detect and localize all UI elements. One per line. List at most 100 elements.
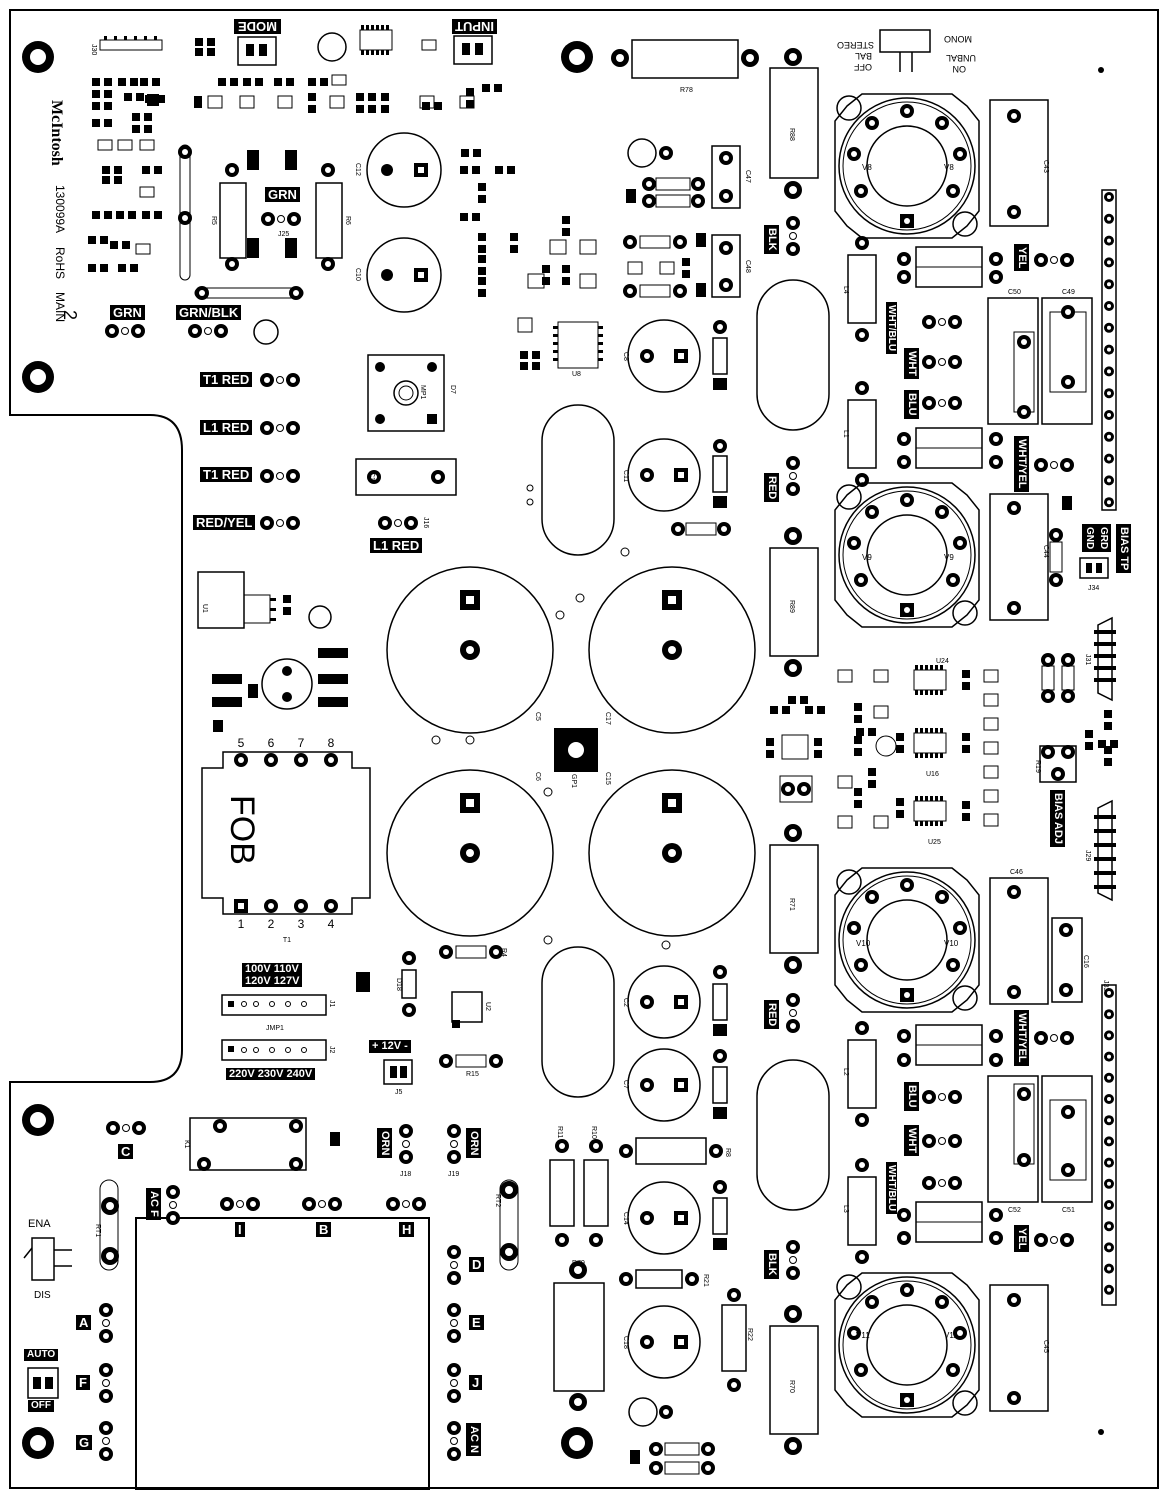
rev-text: 2 (60, 310, 80, 320)
connector-pin-hole (1107, 1245, 1111, 1250)
ref-gp1: GP1 (570, 774, 577, 788)
ref-c47: C47 (744, 170, 751, 183)
ref-k1: K1 (183, 1140, 190, 1149)
ac-f-label: AC F (146, 1188, 161, 1220)
connector-pin-hole (1107, 1203, 1111, 1207)
switch-on-text: ON (953, 64, 967, 74)
ref-r88: R88 (788, 128, 795, 141)
ref-j18: J18 (400, 1171, 411, 1178)
connector-pin-hole (1107, 391, 1111, 396)
ref-j33: J33 (1102, 980, 1109, 991)
ref-c44: C44 (1042, 545, 1049, 558)
ref-mp1: MP1 (419, 385, 426, 400)
ref-u8: U8 (572, 371, 581, 378)
ref-d18: D18 (395, 978, 402, 991)
switch-off-text: OFF (854, 62, 872, 72)
l1-red-center-label: L1 RED (370, 538, 423, 553)
wht-bottom-label: WHT (904, 1125, 919, 1157)
tube-v10-label: V10 (856, 939, 871, 948)
t1-pin-4: 4 (328, 917, 335, 931)
ref-c12: C12 (354, 163, 361, 176)
ref-r8: R8 (724, 1148, 731, 1157)
switch-stereo-text: STEREO (837, 40, 874, 50)
t1-pin-5: 5 (238, 736, 245, 750)
ref-r19: R19 (1034, 760, 1041, 773)
ref-c46: C46 (1010, 869, 1023, 876)
connector-pin-hole (1107, 478, 1111, 483)
ref-l3: L3 (842, 1205, 849, 1213)
t1-pin-3: 3 (298, 917, 305, 931)
connector-pin-hole (1107, 1287, 1111, 1292)
d-label: D (469, 1257, 485, 1272)
ref-c6: C6 (534, 772, 541, 781)
ref-c45: C45 (1042, 1340, 1049, 1353)
grd-label: GRD (1096, 524, 1111, 553)
ref-r15: R15 (466, 1071, 479, 1078)
connector-pin-hole (1107, 1160, 1111, 1165)
off-label: OFF (28, 1400, 54, 1412)
plus12v-label: + 12V - (369, 1040, 411, 1053)
orn-label-1: ORN (377, 1128, 392, 1159)
t1-pin-8: 8 (328, 736, 335, 750)
tube-v8-label: V8 (862, 163, 872, 172)
ref-j31: J31 (1084, 654, 1091, 665)
auto-label: AUTO (24, 1349, 59, 1361)
g-label: G (76, 1435, 93, 1450)
ac-n-label: AC N (466, 1423, 481, 1456)
t1-red-label-2: T1 RED (200, 467, 253, 482)
ref-c11: C11 (622, 470, 629, 482)
ref-j16: J16 (422, 517, 429, 528)
voltage-top-label-2: 120V 127V (242, 975, 303, 987)
connector-pin-hole (1107, 1224, 1111, 1229)
tube-v10-label-right: V10 (944, 939, 959, 948)
connector-pin-hole (1107, 1012, 1111, 1017)
ref-c43: C43 (1042, 160, 1049, 173)
b-label: B (316, 1222, 332, 1237)
connector-pin-hole (1107, 369, 1111, 374)
grn-blk-label: GRN/BLK (176, 305, 242, 320)
switch-unbal-text: UNBAL (946, 53, 976, 63)
ref-c1: C1 (368, 472, 375, 481)
connector-pin-hole (1107, 1181, 1111, 1186)
connector-pin-hole (1107, 434, 1111, 439)
voltage-bottom-label: 220V 230V 240V (226, 1068, 316, 1080)
c-label: C (118, 1144, 134, 1159)
j-label: J (469, 1375, 483, 1390)
connector-pin-hole (1107, 238, 1111, 243)
t1-pin-6: 6 (268, 736, 275, 750)
ref-j29: J29 (1084, 850, 1091, 861)
ref-r11: R11 (556, 1126, 563, 1138)
ref-j25: J25 (278, 231, 289, 238)
i-label: I (235, 1222, 245, 1237)
ref-l1: L1 (842, 430, 849, 438)
ref-r22: R22 (746, 1328, 753, 1341)
ref-c5: C5 (534, 712, 541, 721)
ref-j1: J1 (328, 1000, 335, 1008)
brand-text: McIntosh (48, 100, 65, 166)
ref-r4: R4 (500, 948, 507, 957)
ref-u25: U25 (928, 839, 941, 846)
blk-bottom-label: BLK (764, 1250, 779, 1279)
ref-c51: C51 (1062, 1207, 1075, 1214)
connector-pin-hole (1107, 500, 1111, 505)
wht-yel-bottom-label: WHT/YEL (1014, 1010, 1029, 1066)
ref-u24: U24 (936, 658, 949, 665)
t1-pin-7: 7 (298, 736, 305, 750)
t1-ref: T1 (283, 937, 291, 944)
ref-l4: L4 (842, 286, 849, 294)
ref-c18: C18 (622, 1336, 629, 1349)
connector-pin-hole (1107, 1033, 1111, 1038)
connector-pin-hole (1107, 195, 1111, 199)
ref-d7: D7 (449, 385, 456, 394)
f-label: F (76, 1375, 90, 1390)
a-label: A (76, 1315, 92, 1330)
connector-pin-hole (1107, 991, 1111, 995)
blu-top-label: BLU (904, 390, 919, 419)
ref-r21: R21 (702, 1274, 709, 1287)
ref-c15: C15 (604, 772, 611, 785)
tube-v9-label: V9 (862, 553, 872, 562)
ref-c2: C2 (622, 998, 629, 1007)
ref-jmp1: JMP1 (266, 1025, 284, 1032)
ref-u16: U16 (926, 771, 939, 778)
